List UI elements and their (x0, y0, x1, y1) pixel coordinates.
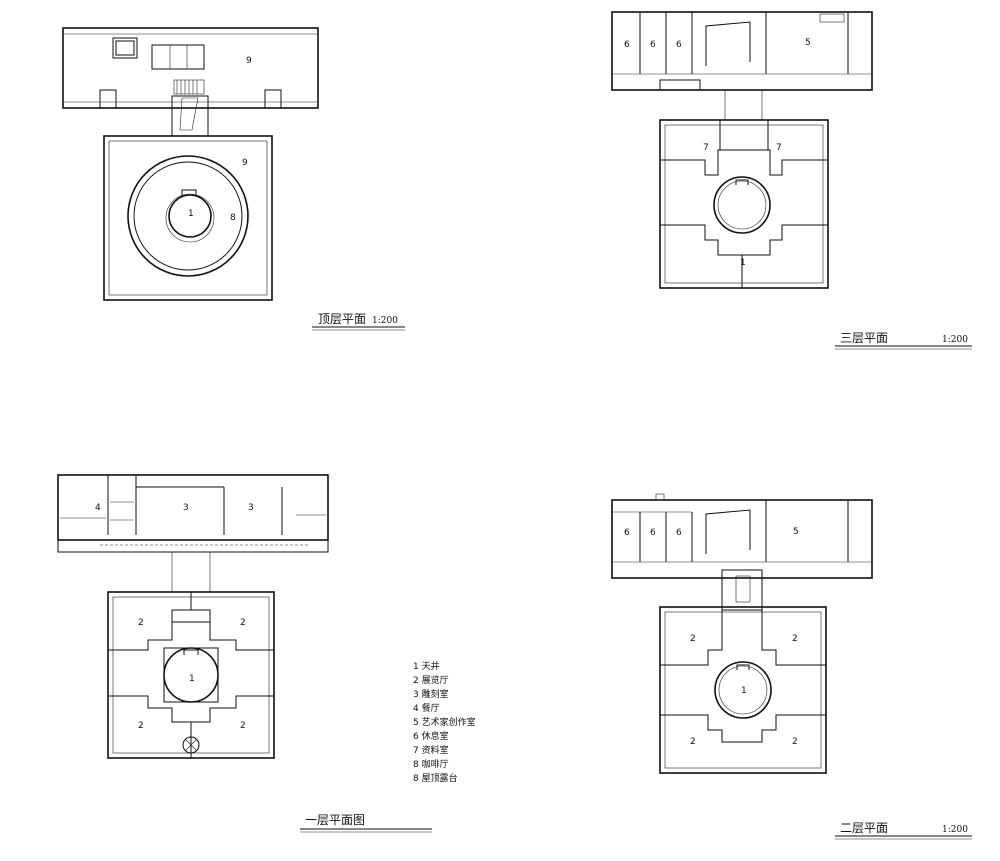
first-room-label: 2 (138, 721, 144, 731)
legend-item: 3 雕刻室 (413, 688, 449, 700)
second-main-block (659, 606, 827, 774)
top-room-label: 8 (230, 213, 236, 223)
second-room-label: 1 (741, 686, 747, 696)
top-courtyard-void (168, 194, 212, 238)
second-wing (611, 499, 873, 579)
second-plan-title: 二层平面 (840, 821, 888, 835)
first-room-label: 4 (95, 503, 101, 513)
top-roof-hatch (151, 44, 205, 70)
plan-first-floor: 4 3 3 2 2 2 2 1 一层平面图 (57, 474, 432, 833)
second-room-label: 6 (676, 528, 682, 538)
second-room-label: 6 (650, 528, 656, 538)
top-plan-title: 顶层平面 (318, 312, 366, 326)
legend-item: 2 展览厅 (413, 674, 449, 686)
third-room-label: 1 (740, 258, 746, 268)
second-plan-scale: 1:200 (942, 825, 968, 835)
third-room-label: 6 (624, 40, 630, 50)
second-room-label: 2 (792, 634, 798, 644)
legend-item: 6 休息室 (413, 730, 449, 742)
top-main-block (103, 135, 273, 301)
first-room-label: 2 (240, 618, 246, 628)
first-wing (57, 474, 329, 541)
legend-item: 7 资料室 (413, 744, 449, 756)
plan-third-floor: 6 6 6 5 7 7 1 三层平面 1:200 (611, 11, 972, 350)
third-plan-scale: 1:200 (942, 335, 968, 345)
third-room-label: 6 (676, 40, 682, 50)
first-room-label: 1 (189, 674, 195, 684)
legend-item: 5 艺术家创作室 (413, 716, 476, 728)
legend-item: 1 天井 (413, 660, 440, 672)
room-legend: 1 天井 2 展览厅 3 雕刻室 4 餐厅 5 艺术家创作室 6 休息室 7 资… (413, 660, 476, 784)
second-room-label: 2 (690, 737, 696, 747)
top-terrace-ring (127, 155, 249, 277)
legend-item: 4 餐厅 (413, 702, 440, 714)
second-room-label: 5 (793, 527, 799, 537)
third-plan-title: 三层平面 (840, 331, 888, 345)
second-room-label: 6 (624, 528, 630, 538)
first-plan-title: 一层平面图 (305, 813, 365, 827)
plan-second-floor: 6 6 6 5 2 2 2 2 1 二层平面 1:200 (611, 493, 972, 840)
third-room-label: 6 (650, 40, 656, 50)
first-room-label: 3 (183, 503, 189, 513)
third-room-label: 7 (703, 143, 709, 153)
third-wing (611, 11, 873, 91)
first-room-label: 2 (138, 618, 144, 628)
top-skylight (112, 37, 138, 59)
plan-top-floor: 9 9 8 1 顶层平面 1:200 (62, 27, 405, 331)
top-wing-roof (62, 27, 319, 109)
first-entrance-marker (182, 736, 200, 754)
third-room-label: 7 (776, 143, 782, 153)
second-room-label: 2 (792, 737, 798, 747)
top-plan-scale: 1:200 (372, 316, 398, 326)
top-room-label: 9 (246, 56, 252, 66)
top-room-label: 9 (242, 158, 248, 168)
second-courtyard (714, 661, 772, 719)
third-room-label: 5 (805, 38, 811, 48)
third-main-block (659, 119, 829, 289)
first-room-label: 3 (248, 503, 254, 513)
first-room-label: 2 (240, 721, 246, 731)
legend-item: 8 屋顶露台 (413, 772, 458, 784)
third-courtyard (713, 176, 771, 234)
legend-item: 8 咖啡厅 (413, 758, 449, 770)
second-room-label: 2 (690, 634, 696, 644)
top-room-label: 1 (188, 209, 194, 219)
